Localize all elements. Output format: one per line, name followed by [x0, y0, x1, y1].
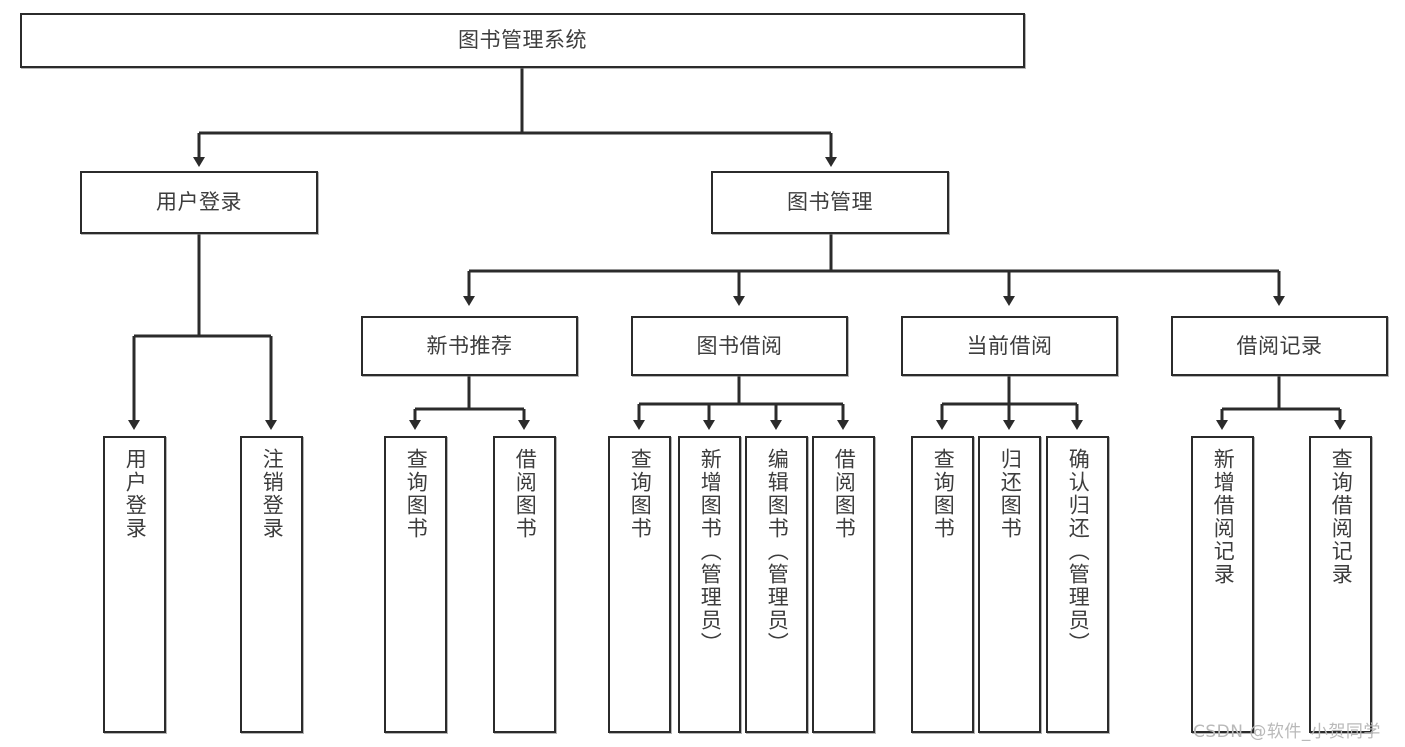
node-book-borrow[interactable]: 图书借阅	[631, 316, 848, 376]
node-label: 注销登录	[260, 448, 285, 540]
node-label: 借阅图书	[832, 448, 857, 540]
node-current-borrow[interactable]: 当前借阅	[901, 316, 1118, 376]
csdn-watermark: CSDN @软件_小贺同学	[1193, 722, 1381, 742]
node-leaf-return-book[interactable]: 归还图书	[978, 436, 1041, 733]
node-label: 借阅图书	[513, 448, 538, 540]
node-root-book-management-system[interactable]: 图书管理系统	[20, 13, 1025, 68]
node-label: 归还图书	[998, 448, 1023, 540]
node-label: 查询图书	[404, 448, 429, 540]
node-book-management[interactable]: 图书管理	[711, 171, 949, 234]
node-label: 当前借阅	[966, 333, 1053, 358]
node-label: 查询图书	[628, 448, 653, 540]
node-label: 图书借阅	[696, 333, 783, 358]
node-user-login[interactable]: 用户登录	[80, 171, 318, 234]
node-label: 用户登录	[123, 448, 148, 540]
node-label: 编辑图书（管理员）	[765, 448, 790, 655]
node-leaf-query-book-current[interactable]: 查询图书	[911, 436, 974, 733]
node-borrow-record[interactable]: 借阅记录	[1171, 316, 1388, 376]
node-label: 新书推荐	[426, 333, 513, 358]
node-leaf-borrow-book-recommend[interactable]: 借阅图书	[493, 436, 556, 733]
node-leaf-edit-book-admin[interactable]: 编辑图书（管理员）	[745, 436, 808, 733]
node-label: 新增图书（管理员）	[698, 448, 723, 655]
node-label: 用户登录	[156, 190, 242, 215]
node-leaf-query-book-recommend[interactable]: 查询图书	[384, 436, 447, 733]
node-label: 图书管理	[787, 190, 873, 215]
node-leaf-borrow-book[interactable]: 借阅图书	[812, 436, 875, 733]
node-new-book-recommend[interactable]: 新书推荐	[361, 316, 578, 376]
node-label: 查询图书	[931, 448, 956, 540]
node-leaf-add-book-admin[interactable]: 新增图书（管理员）	[678, 436, 741, 733]
node-label: 新增借阅记录	[1211, 448, 1236, 586]
node-leaf-query-book-borrow[interactable]: 查询图书	[608, 436, 671, 733]
node-label: 查询借阅记录	[1329, 448, 1354, 586]
node-leaf-user-login[interactable]: 用户登录	[103, 436, 166, 733]
node-leaf-confirm-return-admin[interactable]: 确认归还（管理员）	[1046, 436, 1109, 733]
node-leaf-logout[interactable]: 注销登录	[240, 436, 303, 733]
node-label: 确认归还（管理员）	[1066, 448, 1091, 655]
node-label: 借阅记录	[1236, 333, 1323, 358]
node-leaf-query-borrow-record[interactable]: 查询借阅记录	[1309, 436, 1372, 733]
node-label: 图书管理系统	[458, 28, 587, 53]
node-leaf-add-borrow-record[interactable]: 新增借阅记录	[1191, 436, 1254, 733]
